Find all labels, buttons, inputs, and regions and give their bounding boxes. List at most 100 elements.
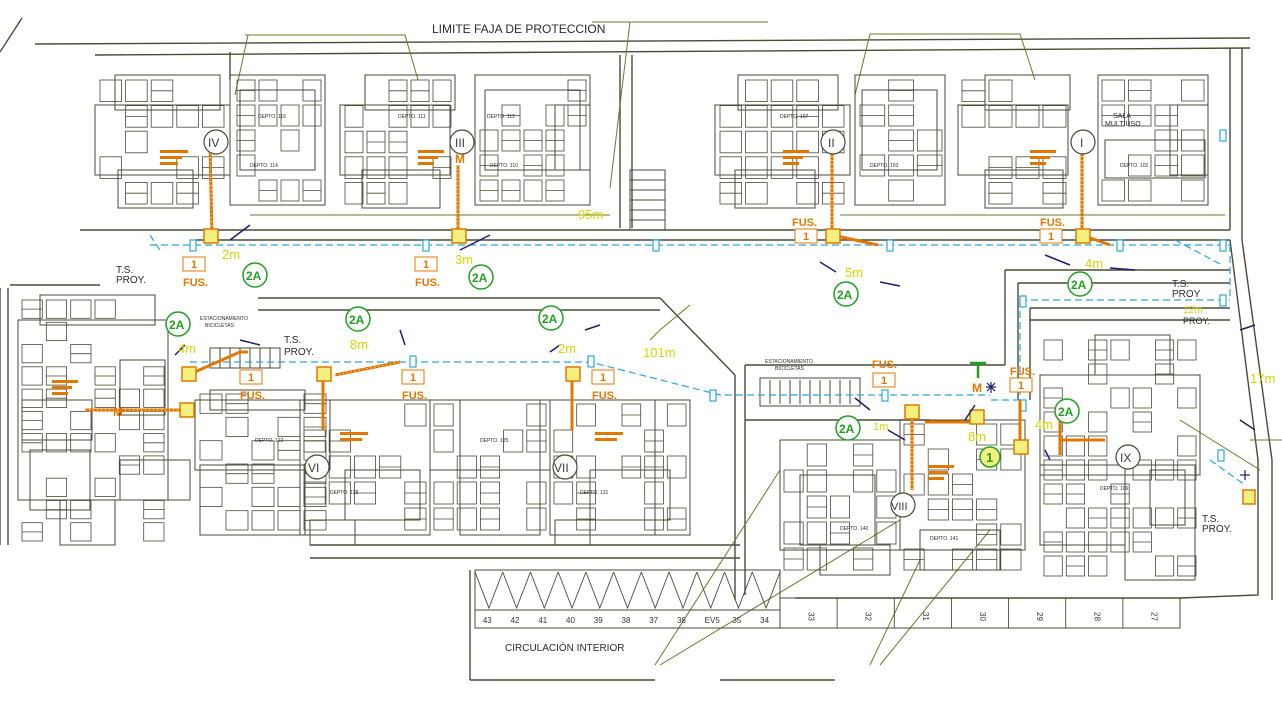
parking-stall	[751, 571, 781, 610]
room-outline	[70, 433, 92, 453]
room-outline	[280, 104, 300, 127]
room-outline	[388, 181, 408, 205]
room-outline	[1110, 531, 1130, 553]
room-outline	[1043, 435, 1063, 457]
room-outline	[143, 522, 165, 542]
room-outline	[479, 129, 499, 152]
circle-label: 2A	[472, 271, 488, 285]
room-outline	[277, 510, 301, 531]
room-outline	[1177, 387, 1197, 409]
fuse-labels: FUS. FUS. FUS. FUS. FUS. FUS. FUS. FUS. …	[183, 217, 1065, 402]
depto-label: DEPTO. 122	[255, 438, 283, 444]
room-outline	[1154, 129, 1178, 152]
circle-label: 2A	[542, 312, 558, 326]
room-outline	[344, 105, 364, 128]
room-outline	[150, 181, 174, 205]
node-label: VIII	[891, 501, 908, 513]
cable-routes	[149, 234, 1246, 486]
building-IV-III	[94, 74, 591, 209]
fus-label: FUS.	[183, 277, 208, 289]
room-outline	[783, 521, 804, 545]
room-outline	[433, 481, 454, 505]
star-marks	[986, 382, 1250, 480]
room-outline	[344, 181, 364, 205]
room-outline	[1000, 448, 1022, 471]
room-outline	[796, 181, 819, 205]
room-outline	[277, 416, 301, 437]
room-outline	[388, 156, 408, 179]
parking-number: 29	[1035, 612, 1044, 621]
room-outline	[719, 156, 743, 179]
room-outline	[644, 481, 664, 505]
dist-8m: 8m	[350, 337, 368, 352]
room-outline	[1043, 339, 1063, 361]
room-outline	[1042, 156, 1067, 179]
dist-3m: 3m	[455, 252, 473, 267]
room-outline	[796, 156, 819, 179]
room-outline	[94, 299, 116, 319]
room-outline	[745, 79, 768, 103]
node-VII: VII	[552, 454, 578, 480]
depto-label: DEPTO. 110	[490, 163, 518, 169]
room-outline	[456, 455, 477, 479]
room-outline	[876, 521, 897, 545]
room-outline	[1132, 459, 1152, 481]
node-label: VI	[308, 461, 319, 475]
room-outline	[719, 105, 743, 128]
fuse-number: 1	[248, 372, 254, 384]
parking-stall	[724, 571, 753, 610]
node-label: II	[828, 136, 835, 150]
parking-stall	[474, 571, 504, 610]
room-outline	[280, 179, 300, 202]
room-outline	[99, 79, 123, 103]
dist-5m: 5m	[845, 265, 863, 280]
node-IX: IX	[1115, 444, 1141, 470]
circle-2a: 2A	[538, 305, 564, 331]
room-outline	[1101, 179, 1125, 202]
room-outline	[796, 130, 819, 154]
room-outline	[1132, 507, 1152, 529]
room-outline	[456, 507, 477, 531]
room-outline	[143, 455, 165, 475]
room-outline	[344, 156, 364, 179]
dist-4m: 4m	[1035, 417, 1053, 432]
room-outline	[806, 469, 827, 493]
room-outline	[150, 105, 174, 128]
room-outline	[1128, 154, 1152, 177]
room-outline	[745, 181, 768, 205]
room-outline	[644, 507, 664, 531]
circle-2a: 2A	[833, 281, 859, 307]
distance-labels: 95m 101m 17m 12m 2m 3m 5m 4m 4m 8m 2m 8m…	[178, 207, 1275, 444]
room-outline	[199, 393, 223, 414]
room-outline	[176, 105, 199, 128]
fus-label: FUS.	[792, 217, 817, 229]
room-outline	[1177, 339, 1197, 361]
room-outline	[1000, 548, 1022, 571]
parking-stall	[613, 571, 642, 610]
room-outline	[258, 104, 278, 127]
building-VI-VII	[194, 389, 691, 546]
parking-number: EV5	[705, 616, 721, 625]
room-outline	[45, 477, 67, 497]
room-outline	[806, 521, 827, 545]
parking-stall	[530, 571, 559, 610]
dimension-ticks	[174, 224, 1256, 461]
dist-101m: 101m	[643, 345, 676, 360]
fus-label: FUS.	[592, 390, 617, 402]
parking-number: 33	[807, 612, 816, 621]
room-outline	[21, 344, 43, 364]
room-outline	[503, 429, 524, 453]
parking-number: 32	[864, 612, 873, 621]
transformer-symbol	[970, 361, 986, 378]
fus-label: FUS.	[402, 390, 427, 402]
room-outline	[745, 105, 768, 128]
room-outline	[916, 129, 943, 152]
depto-label: DEPTO. 141	[930, 536, 958, 542]
room-outline	[576, 403, 596, 427]
room-outline	[366, 156, 386, 179]
proy-label: PROY.	[1202, 524, 1232, 535]
parking-number: 34	[760, 616, 769, 625]
fus-label: FUS.	[872, 359, 897, 371]
room-outline	[1101, 79, 1125, 102]
room-outline	[888, 154, 914, 177]
